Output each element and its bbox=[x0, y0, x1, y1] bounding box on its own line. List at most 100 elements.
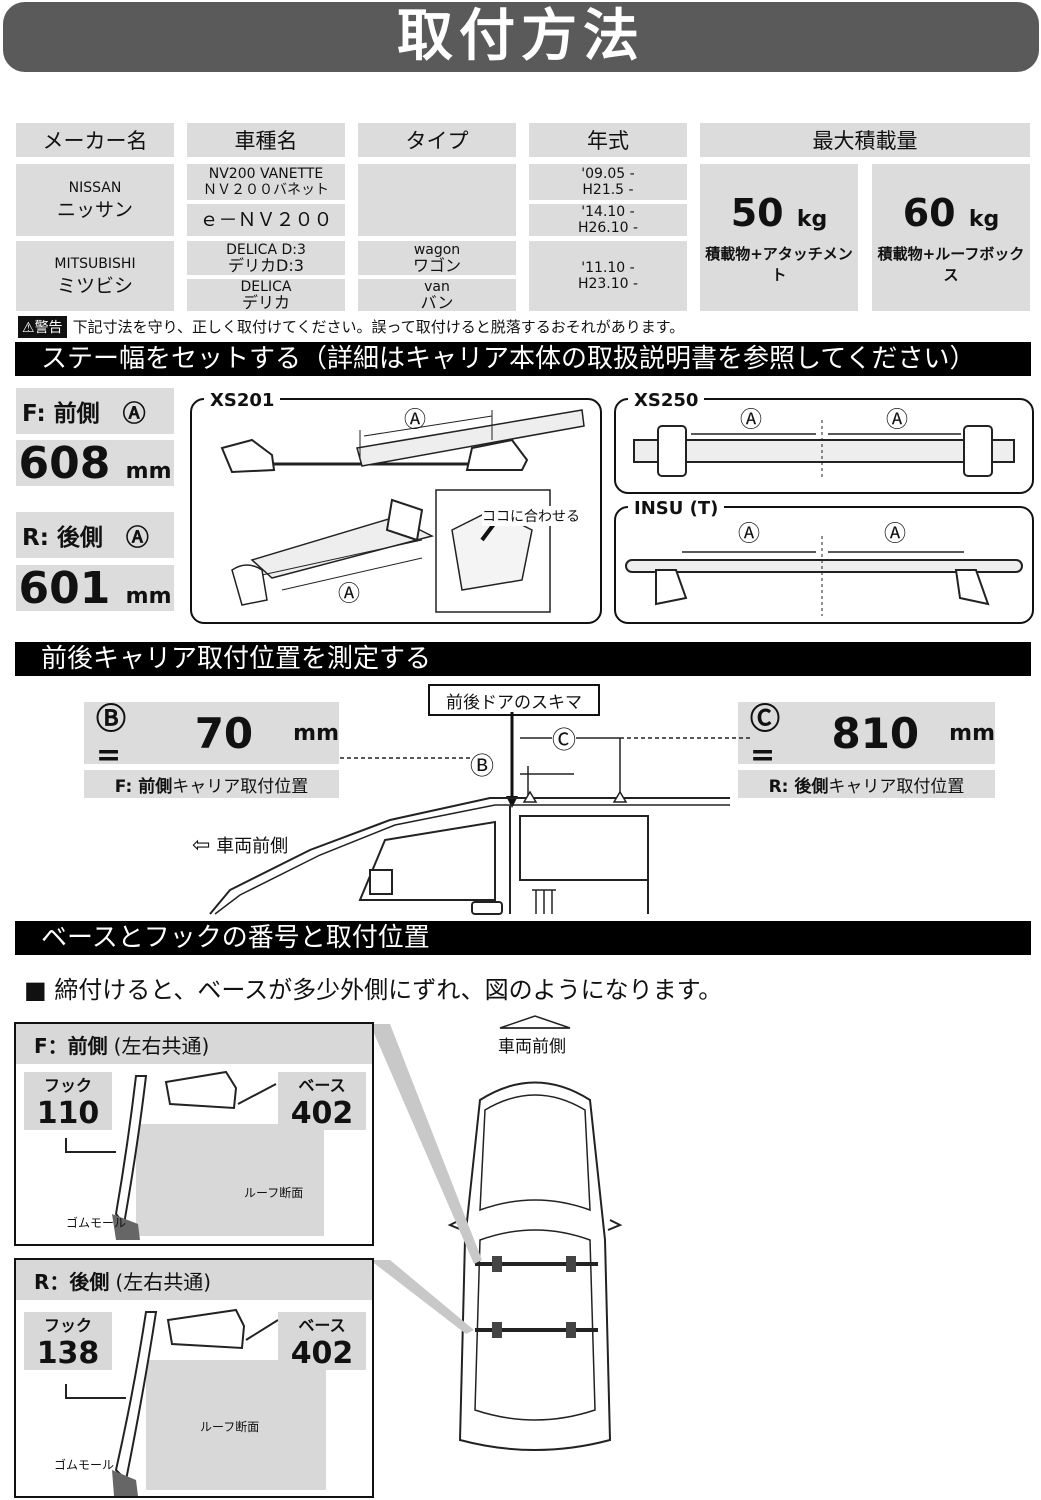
maker-nissan-en: NISSAN bbox=[68, 180, 122, 196]
maker-nissan-cell: NISSAN ニッサン bbox=[16, 164, 174, 236]
xs201-a-top: Ⓐ bbox=[404, 408, 427, 433]
front-value-box: 608 mm bbox=[16, 437, 174, 489]
rear-section-illustration bbox=[65, 1308, 326, 1496]
insu-tag: INSU (T) bbox=[628, 498, 725, 519]
rear-base-label: ベース bbox=[298, 1316, 346, 1335]
front-hook-value: 110 bbox=[36, 1096, 100, 1131]
front-value: 608 bbox=[18, 437, 111, 489]
year-1b: H21.5 - bbox=[582, 182, 634, 198]
warning-text: 下記寸法を守り、正しく取付けてください。誤って取付けると脱落するおそれがあります… bbox=[72, 318, 685, 336]
vehicle-front-side: ⇦ 車両前側 bbox=[192, 832, 288, 858]
xs201-a-bottom: Ⓐ bbox=[338, 582, 361, 607]
year-1-cell: '09.05 - H21.5 - bbox=[529, 164, 687, 200]
maker-mitsubishi-en: MITSUBISHI bbox=[54, 256, 136, 272]
b-unit: mm bbox=[293, 720, 339, 746]
type-van-en: van bbox=[424, 279, 450, 295]
header-maker: メーカー名 bbox=[16, 123, 174, 157]
load-roofbox-unit: kg bbox=[968, 206, 1000, 232]
rear-base-value: 402 bbox=[290, 1336, 354, 1371]
year-2-cell: '14.10 - H26.10 - bbox=[529, 204, 687, 236]
rear-hook-value: 138 bbox=[36, 1336, 100, 1371]
front-hook-base-box: F：前側 (左右共通) フック 110 ベース 402 ルーフ断面 ゴムモール bbox=[14, 1022, 374, 1246]
rear-value-box: 601 mm bbox=[16, 562, 174, 614]
rear-hook-label: フック bbox=[43, 1316, 92, 1335]
rear-roof-label: ルーフ断面 bbox=[200, 1420, 260, 1434]
xs250-tag: XS250 bbox=[628, 390, 705, 411]
maker-mitsubishi-cell: MITSUBISHI ミツビシ bbox=[16, 241, 174, 311]
load-roofbox-cell: 60 kg 積載物+ルーフボックス bbox=[872, 164, 1030, 311]
type-empty-cell bbox=[358, 164, 516, 236]
rear-hook-base-box: R：後側 (左右共通) フック 138 ベース 402 ルーフ断面 ゴムモール bbox=[14, 1258, 374, 1498]
vehicle-front-top-label: 車両前側 bbox=[498, 1037, 566, 1057]
section-stay-width-title: ステー幅をセットする（詳細はキャリア本体の取扱説明書を参照してください） bbox=[15, 342, 1031, 376]
front-base-value: 402 bbox=[290, 1096, 354, 1131]
front-label-box: F: 前側 Ⓐ bbox=[16, 388, 174, 434]
rear-base-tag: ベース 402 bbox=[278, 1312, 366, 1371]
front-label: F: 前側 Ⓐ bbox=[22, 401, 146, 427]
type-wagon-jp: ワゴン bbox=[412, 256, 461, 275]
model-delica-jp: デリカ bbox=[241, 293, 290, 312]
c-label: Ⓒ = bbox=[750, 701, 780, 773]
b-value-box: Ⓑ = 70 mm bbox=[84, 702, 339, 773]
type-wagon-en: wagon bbox=[413, 242, 461, 258]
model-env200-cell: ｅ－ＮＶ２００ bbox=[187, 204, 345, 236]
vehicle-side-illustration bbox=[209, 712, 750, 915]
b-caption-bold: F: 前側 bbox=[114, 776, 173, 797]
xs201-illustration bbox=[220, 409, 585, 613]
front-box-title-bold: F：前側 bbox=[34, 1033, 108, 1058]
model-delica-cell: DELICA デリカ bbox=[187, 279, 345, 311]
xs250-a-left: Ⓐ bbox=[740, 408, 763, 433]
header-year: 年式 bbox=[529, 123, 687, 157]
c-caption-bold: R: 後側 bbox=[768, 776, 829, 797]
front-rubber-label: ゴムモール bbox=[66, 1216, 127, 1230]
rear-label: R: 後側 Ⓐ bbox=[22, 525, 149, 551]
year-1a: '09.05 - bbox=[581, 166, 635, 182]
rear-unit: mm bbox=[125, 583, 172, 609]
b-value: 70 bbox=[194, 708, 254, 758]
rear-value: 601 bbox=[18, 562, 111, 614]
insu-a-right: Ⓐ bbox=[884, 522, 907, 547]
type-van-cell: van バン bbox=[358, 279, 516, 311]
model-nv200-cell: NV200 VANETTE ＮＶ２００バネット bbox=[187, 164, 345, 200]
vehicle-top-illustration bbox=[447, 1015, 623, 1451]
load-roofbox-value: 60 bbox=[902, 190, 956, 235]
load-attachment-cell: 50 kg 積載物+アタッチメント bbox=[700, 164, 858, 311]
front-hook-label: フック bbox=[43, 1076, 92, 1095]
section-position-title: 前後キャリア取付位置を測定する bbox=[15, 642, 1031, 676]
c-mark: Ⓒ bbox=[552, 720, 576, 755]
header-model: 車種名 bbox=[187, 123, 345, 157]
front-base-tag: ベース 402 bbox=[278, 1072, 366, 1131]
base-shift-note: ■ 締付けると、ベースが多少外側にずれ、図のようになります。 bbox=[24, 976, 723, 1004]
year-2b: H26.10 - bbox=[577, 220, 639, 236]
model-nv200-en: NV200 VANETTE bbox=[208, 166, 324, 182]
page-title: 取付方法 bbox=[3, 2, 1039, 72]
b-caption: キャリア取付位置 bbox=[172, 776, 309, 797]
c-value: 810 bbox=[831, 708, 920, 758]
warning-badge-text: 警告 bbox=[34, 320, 63, 336]
xs201-tag: XS201 bbox=[204, 390, 281, 411]
rear-hook-tag: フック 138 bbox=[24, 1312, 112, 1371]
warning-badge: ⚠警告 bbox=[18, 316, 67, 338]
rear-label-box: R: 後側 Ⓐ bbox=[16, 512, 174, 558]
header-max-load: 最大積載量 bbox=[700, 123, 1030, 157]
b-caption-box: F: 前側キャリア取付位置 bbox=[84, 770, 339, 798]
year-3-cell: '11.10 - H23.10 - bbox=[529, 241, 687, 311]
xs201-align-note: ココに合わせる bbox=[482, 506, 580, 526]
xs250-panel: XS250 Ⓐ Ⓐ bbox=[614, 390, 1034, 494]
model-delica-en: DELICA bbox=[240, 279, 292, 295]
model-delica-d3-en: DELICA D:3 bbox=[226, 242, 306, 258]
door-gap-label: 前後ドアのスキマ bbox=[428, 684, 600, 716]
front-roof-label: ルーフ断面 bbox=[244, 1186, 304, 1200]
xs201-panel: XS201 Ⓐ Ⓐ ココに合わせる bbox=[190, 390, 602, 624]
vehicle-front-side-label: 車両前側 bbox=[216, 836, 289, 857]
year-3a: '11.10 - bbox=[581, 260, 635, 276]
c-unit: mm bbox=[949, 720, 995, 746]
front-section-illustration bbox=[65, 1070, 324, 1240]
year-2a: '14.10 - bbox=[581, 204, 635, 220]
front-box-title: (左右共通) bbox=[113, 1033, 210, 1058]
model-delica-d3-cell: DELICA D:3 デリカD:3 bbox=[187, 241, 345, 275]
maker-nissan-jp: ニッサン bbox=[56, 199, 133, 221]
load-attachment-note: 積載物+アタッチメント bbox=[705, 244, 853, 284]
c-value-box: Ⓒ = 810 mm bbox=[738, 702, 995, 773]
warning-icon: ⚠ bbox=[22, 320, 35, 336]
